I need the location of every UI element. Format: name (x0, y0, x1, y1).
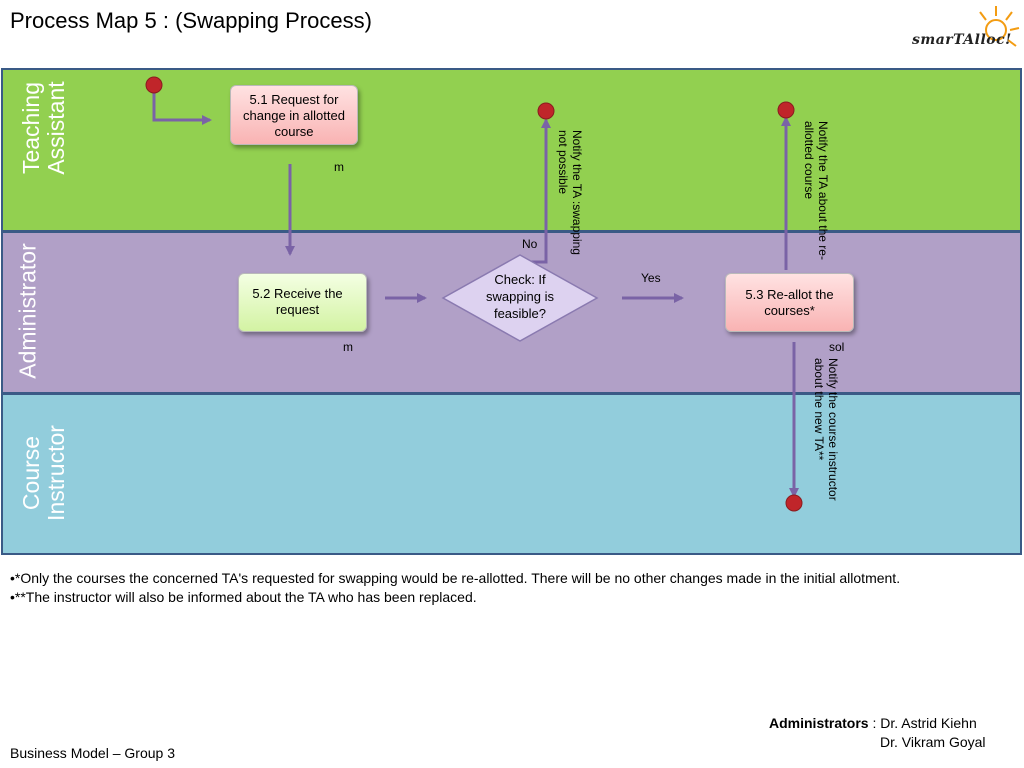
label-no: No (522, 237, 538, 251)
footnote-2: •**The instructor will also be informed … (10, 589, 477, 605)
decision-check-feasible: Check: If swapping is feasible? (486, 272, 554, 321)
note-m-ta: m (334, 160, 344, 174)
page-title: Process Map 5 : (Swapping Process) (10, 8, 372, 33)
end-terminal-instructor (785, 494, 803, 512)
end-terminal-reallotted (777, 101, 795, 119)
note-notify-not-possible: Notify the TA :swapping not possible (556, 130, 584, 255)
start-terminal (145, 76, 163, 94)
administrators-line: Administrators : Dr. Astrid Kiehn (769, 715, 977, 731)
administrator-name-1: : Dr. Astrid Kiehn (872, 715, 977, 731)
step-receive-request: 5.2 Receive the request (238, 273, 367, 332)
arrow-start-to-request (152, 86, 212, 125)
footer-text: Business Model – Group 3 (10, 745, 175, 761)
note-notify-reallotted: Notify the TA about the re-allotted cour… (802, 121, 830, 260)
note-m-admin: m (343, 340, 353, 354)
label-yes: Yes (641, 271, 661, 285)
lane-teaching-assistant (1, 68, 1022, 232)
note-notify-instructor: Notify the course instructor about the n… (812, 358, 840, 501)
note-sol: sol (829, 340, 845, 354)
footnote-1: •*Only the courses the concerned TA's re… (10, 570, 901, 586)
decision-diamond (441, 254, 599, 342)
sun-icon (979, 6, 1020, 47)
administrator-name-2: Dr. Vikram Goyal (880, 734, 986, 750)
logo: smarTAlloc! (908, 2, 1020, 58)
end-terminal-not-possible (537, 102, 555, 120)
lane-course-instructor (1, 393, 1022, 555)
step-reallot-courses: 5.3 Re-allot the courses* (725, 273, 854, 332)
administrators-label: Administrators (769, 715, 869, 731)
step-request-change: 5.1 Request for change in allotted cours… (230, 85, 358, 145)
logo-text: smarTAlloc! (912, 32, 1012, 48)
